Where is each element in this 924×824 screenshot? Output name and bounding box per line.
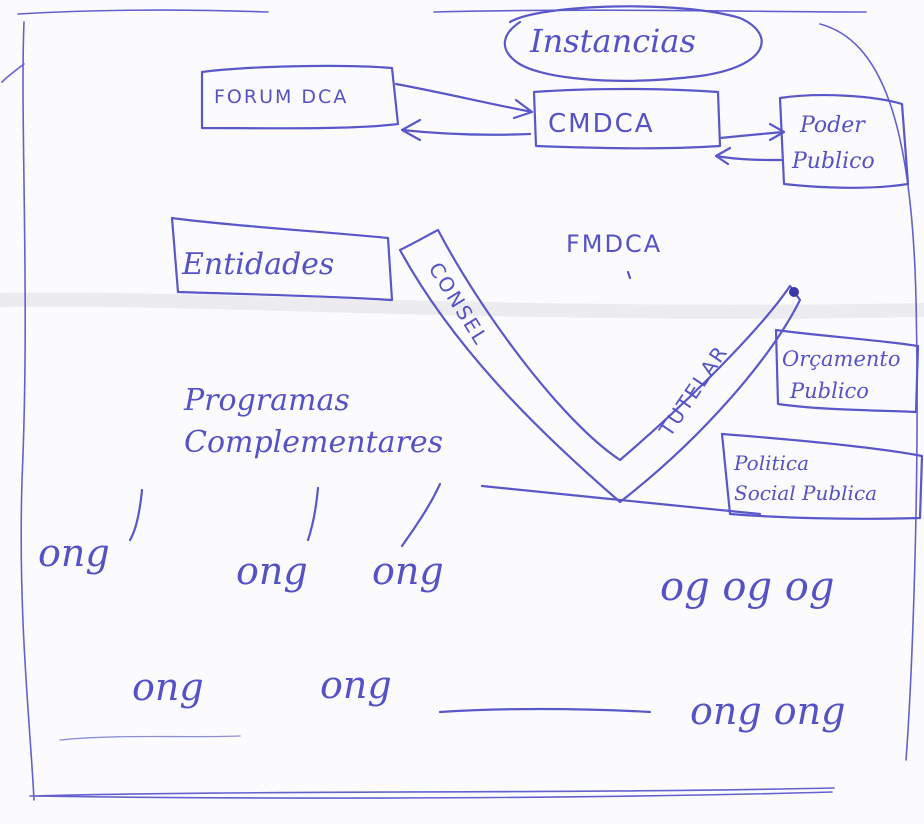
poder-label: Poder	[799, 113, 866, 138]
line-to-ong-1	[128, 488, 144, 542]
entidades-box	[170, 216, 394, 302]
arrow-poder-to-cmdca	[714, 146, 784, 166]
tutelar-label: TUTELAR	[654, 340, 733, 441]
arrow-forum-to-cmdca	[394, 82, 534, 120]
underline-connector	[438, 707, 652, 714]
orcamento-label: Orçamento	[782, 347, 900, 371]
ong-text: ong	[320, 663, 392, 707]
politica-box	[720, 432, 924, 520]
conselho-tutelar-v	[398, 228, 802, 504]
line-to-ong-2	[306, 486, 320, 542]
forum-label: FORUM DCA	[214, 86, 348, 108]
ong-text: ong	[236, 549, 308, 593]
fmdca-dot	[626, 270, 632, 280]
cmdca-label: CMDCA	[548, 109, 655, 139]
bleed-through-mark	[59, 735, 241, 741]
forum-box	[200, 64, 400, 130]
arrow-cmdca-to-forum	[400, 118, 532, 142]
title-text: Instancias	[529, 22, 696, 60]
ong-text: ong ong	[690, 689, 845, 733]
cmdca-box	[532, 87, 722, 150]
publico-label: Publico	[791, 149, 875, 174]
title-ellipse	[503, 5, 763, 82]
poder-publico-box	[778, 94, 910, 189]
ong-text: ong	[132, 665, 204, 709]
complementares-label: Complementares	[184, 425, 443, 460]
ong-text: ong	[372, 549, 444, 593]
paper-fold	[0, 292, 924, 319]
orcamento-publico-label: Publico	[789, 379, 869, 403]
arrow-cmdca-to-poder	[718, 122, 786, 142]
line-to-ong-3	[400, 482, 442, 548]
og-text: og og og	[660, 564, 835, 610]
entidades-label: Entidades	[181, 247, 334, 282]
ong-text: ong	[38, 531, 110, 575]
politica-label: Politica	[733, 451, 809, 475]
social-publica-label: Social Publica	[734, 481, 877, 505]
v-baseline	[480, 484, 762, 516]
programas-label: Programas	[183, 383, 350, 418]
tutelar-end-dot	[789, 287, 799, 297]
orcamento-box	[774, 328, 920, 414]
fmdca-label: FMDCA	[566, 230, 662, 258]
outer-frame	[1, 9, 918, 801]
